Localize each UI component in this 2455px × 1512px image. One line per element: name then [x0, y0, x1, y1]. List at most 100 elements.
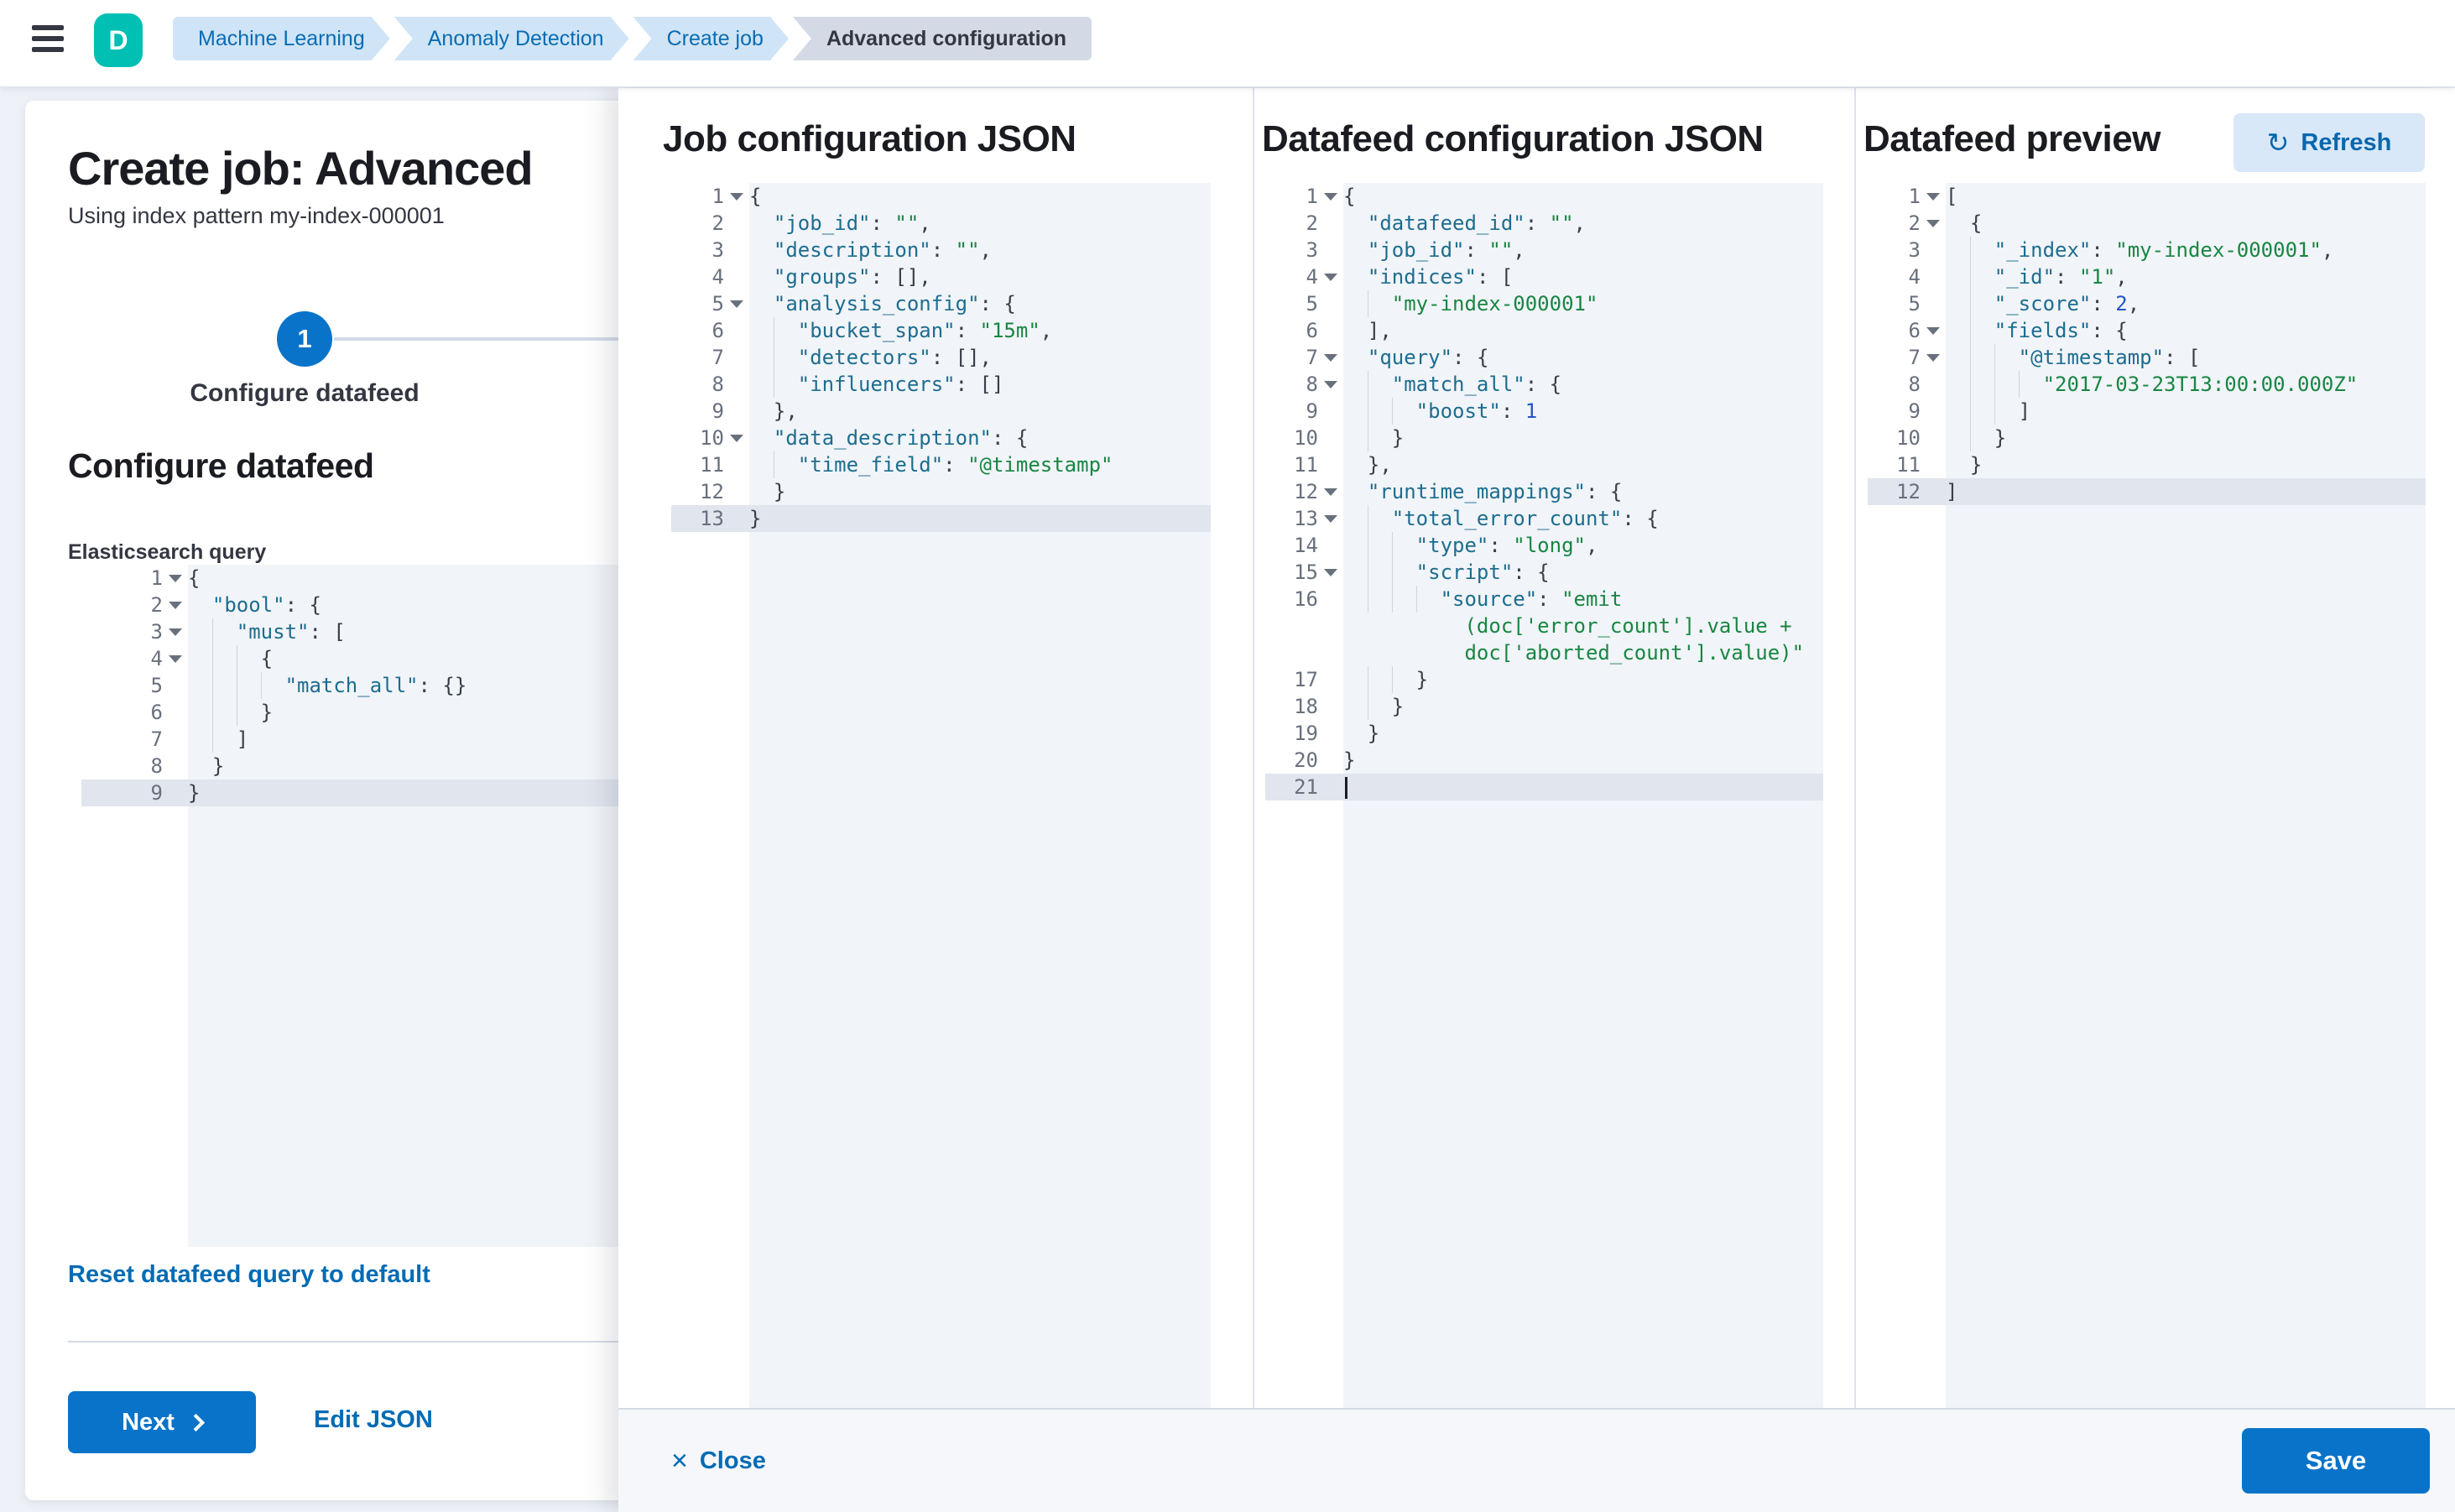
- fold-spacer: [1318, 613, 1343, 639]
- fold-spacer: [1318, 451, 1343, 478]
- editor-line: 8"2017-03-23T13:00:00.000Z": [1868, 371, 2426, 398]
- fold-spacer: [1921, 398, 1946, 425]
- space-avatar[interactable]: D: [94, 13, 143, 67]
- refresh-icon: ↻: [2266, 128, 2290, 158]
- menu-hamburger-icon[interactable]: [32, 25, 65, 59]
- index-pattern-subtitle: Using index pattern my-index-000001: [68, 203, 445, 228]
- fold-toggle-icon[interactable]: [163, 618, 188, 645]
- editor-line: 20}: [1265, 747, 1823, 774]
- fold-toggle-icon[interactable]: [1318, 371, 1343, 398]
- fold-spacer: [724, 451, 749, 478]
- editor-line: 4"_id": "1",: [1868, 263, 2426, 290]
- editor-line: 4"indices": [: [1265, 263, 1823, 290]
- editor-line: 3"must": [: [81, 618, 627, 645]
- fold-toggle-icon[interactable]: [1318, 505, 1343, 532]
- editor-line: 10"data_description": {: [671, 425, 1211, 451]
- fold-toggle-icon[interactable]: [163, 592, 188, 618]
- fold-spacer: [1318, 666, 1343, 693]
- fold-toggle-icon[interactable]: [163, 565, 188, 592]
- editor-line: 11"time_field": "@timestamp": [671, 451, 1211, 478]
- fold-spacer: [1318, 774, 1343, 800]
- editor-line: 3"_index": "my-index-000001",: [1868, 237, 2426, 263]
- edit-json-link[interactable]: Edit JSON: [314, 1406, 433, 1433]
- editor-line: 1[: [1868, 183, 2426, 210]
- breadcrumb-advanced-configuration: Advanced configuration: [792, 17, 1092, 60]
- editor-line: 1{: [671, 183, 1211, 210]
- editor-line: 14"type": "long",: [1265, 532, 1823, 559]
- fold-spacer: [724, 505, 749, 532]
- editor-line: 9"boost": 1: [1265, 398, 1823, 425]
- fold-spacer: [163, 779, 188, 806]
- fold-toggle-icon[interactable]: [1921, 183, 1946, 210]
- text-caret: [1345, 777, 1347, 799]
- job-configuration-json-editor[interactable]: 1{2"job_id": "",3"description": "",4"gro…: [671, 183, 1211, 1408]
- elasticsearch-query-editor[interactable]: 1{2"bool": {3"must": [4{5"match_all": {}…: [81, 565, 627, 1247]
- editor-line: 6],: [1265, 317, 1823, 344]
- breadcrumb-create-job[interactable]: Create job: [633, 17, 789, 60]
- close-button[interactable]: × Close: [671, 1447, 766, 1475]
- fold-spacer: [724, 317, 749, 344]
- fold-toggle-icon[interactable]: [1318, 478, 1343, 505]
- editor-empty-area: [81, 806, 627, 1247]
- fold-toggle-icon[interactable]: [1318, 263, 1343, 290]
- fold-spacer: [1921, 237, 1946, 263]
- editor-line: 7]: [81, 726, 627, 753]
- divider: [68, 1341, 629, 1343]
- fold-spacer: [163, 699, 188, 726]
- datafeed-configuration-json-editor[interactable]: 1{2"datafeed_id": "",3"job_id": "",4"ind…: [1265, 183, 1823, 1408]
- editor-line: 4{: [81, 645, 627, 672]
- fold-toggle-icon[interactable]: [163, 645, 188, 672]
- editor-line: 17}: [1265, 666, 1823, 693]
- editor-line: 5"analysis_config": {: [671, 290, 1211, 317]
- fold-toggle-icon[interactable]: [1921, 317, 1946, 344]
- editor-line: (doc['error_count'].value +: [1265, 613, 1823, 639]
- refresh-button[interactable]: ↻ Refresh: [2233, 113, 2425, 172]
- fold-spacer: [1318, 425, 1343, 451]
- editor-line: 9]: [1868, 398, 2426, 425]
- editor-line: 6"bucket_span": "15m",: [671, 317, 1211, 344]
- refresh-button-label: Refresh: [2301, 128, 2392, 156]
- reset-datafeed-query-link[interactable]: Reset datafeed query to default: [68, 1261, 430, 1288]
- editor-line: 13}: [671, 505, 1211, 532]
- fold-toggle-icon[interactable]: [1318, 183, 1343, 210]
- editor-line: 6"fields": {: [1868, 317, 2426, 344]
- editor-line: 8}: [81, 753, 627, 779]
- fold-spacer: [724, 210, 749, 237]
- fold-toggle-icon[interactable]: [724, 183, 749, 210]
- editor-line: 9}: [81, 779, 627, 806]
- editor-line: 19}: [1265, 720, 1823, 747]
- breadcrumb-machine-learning[interactable]: Machine Learning: [173, 17, 390, 60]
- fold-toggle-icon[interactable]: [724, 290, 749, 317]
- breadcrumb-anomaly-detection[interactable]: Anomaly Detection: [394, 17, 629, 60]
- editor-line: 18}: [1265, 693, 1823, 720]
- fold-toggle-icon[interactable]: [1921, 210, 1946, 237]
- fold-spacer: [1318, 747, 1343, 774]
- editor-line: 8"influencers": []: [671, 371, 1211, 398]
- wizard-step-1-label: Configure datafeed: [190, 379, 420, 407]
- fold-spacer: [1318, 237, 1343, 263]
- fold-toggle-icon[interactable]: [724, 425, 749, 451]
- next-button[interactable]: Next: [68, 1391, 256, 1453]
- section-heading: Configure datafeed: [68, 446, 374, 485]
- wizard-step-1-indicator[interactable]: 1: [277, 311, 332, 367]
- panel-divider: [1854, 88, 1856, 1408]
- editor-line: 9},: [671, 398, 1211, 425]
- fold-toggle-icon[interactable]: [1318, 559, 1343, 586]
- chevron-right-icon: [186, 1413, 206, 1432]
- fold-toggle-icon[interactable]: [1318, 344, 1343, 371]
- fold-toggle-icon[interactable]: [1921, 344, 1946, 371]
- fold-spacer: [724, 478, 749, 505]
- fold-spacer: [1921, 371, 1946, 398]
- datafeed-preview-editor[interactable]: 1[2{3"_index": "my-index-000001",4"_id":…: [1868, 183, 2426, 1408]
- save-button[interactable]: Save: [2242, 1428, 2430, 1494]
- next-button-label: Next: [122, 1408, 175, 1436]
- wizard-progress-line: [334, 337, 629, 341]
- fold-spacer: [1318, 639, 1343, 666]
- fold-spacer: [1318, 693, 1343, 720]
- breadcrumb: Machine Learning Anomaly Detection Creat…: [173, 17, 1092, 60]
- edit-json-flyout: Job configuration JSON Datafeed configur…: [618, 88, 2455, 1512]
- flyout-footer-bar: × Close Save: [618, 1408, 2455, 1512]
- editor-line: 12"runtime_mappings": {: [1265, 478, 1823, 505]
- fold-spacer: [724, 398, 749, 425]
- fold-spacer: [1921, 478, 1946, 505]
